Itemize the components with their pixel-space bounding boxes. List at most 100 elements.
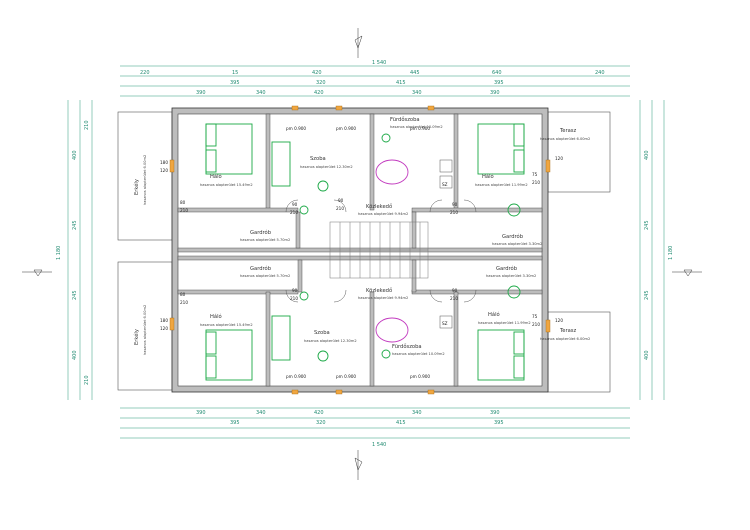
bathtub-top [375, 159, 409, 185]
sink-bottom [381, 349, 391, 359]
sz-box-bottom-1 [439, 315, 453, 329]
svg-text:hasznos alapterület 6.00m2: hasznos alapterület 6.00m2 [540, 337, 590, 341]
room-furdo-top: Fürdőszoba [390, 117, 420, 123]
svg-text:75: 75 [532, 172, 538, 177]
svg-text:210: 210 [290, 296, 298, 301]
svg-text:210: 210 [450, 210, 458, 215]
svg-text:hasznos alapterület 11.99m2: hasznos alapterület 11.99m2 [475, 183, 528, 187]
room-terasz-bottom: Terasz [559, 328, 576, 334]
staircase [329, 221, 429, 279]
svg-text:420: 420 [314, 90, 324, 96]
desk-bottom [271, 315, 291, 361]
svg-text:hasznos alapterület 15.49m2: hasznos alapterület 15.49m2 [200, 323, 253, 327]
svg-text:400: 400 [72, 350, 78, 360]
svg-text:SZ: SZ [442, 182, 448, 187]
room-terasz-top: Terasz [559, 128, 576, 134]
chair-bottom [317, 350, 329, 362]
svg-text:hasznos alapterület 9.94m2: hasznos alapterület 9.94m2 [358, 212, 408, 216]
svg-text:hasznos alapterület 15.49m2: hasznos alapterület 15.49m2 [200, 183, 253, 187]
room-szoba-top: Szoba [310, 156, 326, 162]
svg-text:395: 395 [494, 80, 504, 86]
table-bottom-right [507, 285, 521, 299]
svg-text:415: 415 [396, 420, 406, 426]
stool-bottom [299, 291, 309, 301]
svg-text:210: 210 [450, 296, 458, 301]
svg-text:210: 210 [336, 206, 344, 211]
svg-text:90: 90 [292, 202, 298, 207]
svg-text:220: 220 [140, 70, 150, 76]
svg-text:pm 0.900: pm 0.900 [286, 126, 306, 131]
svg-text:hasznos alapterület 6.00m2: hasznos alapterület 6.00m2 [143, 305, 147, 355]
svg-text:340: 340 [412, 90, 422, 96]
desk-top [271, 141, 291, 187]
room-halo-br: Háló [488, 311, 500, 318]
svg-text:90: 90 [338, 198, 344, 203]
sink-top [381, 133, 391, 143]
svg-text:hasznos alapterület 5.70m2: hasznos alapterület 5.70m2 [240, 274, 290, 278]
svg-text:hasznos alapterület 9.94m2: hasznos alapterület 9.94m2 [358, 296, 408, 300]
chair-top [317, 180, 329, 192]
svg-text:395: 395 [230, 80, 240, 86]
svg-text:pm 0.900: pm 0.900 [410, 374, 430, 379]
svg-text:80: 80 [180, 200, 186, 205]
svg-text:pm 0.900: pm 0.900 [336, 126, 356, 131]
bed-bottom-left [205, 329, 253, 381]
svg-text:75: 75 [532, 314, 538, 319]
svg-text:Erkély: Erkély [133, 329, 140, 345]
svg-text:390: 390 [196, 90, 206, 96]
svg-text:1 180: 1 180 [56, 246, 62, 260]
svg-text:120: 120 [555, 156, 563, 161]
svg-text:420: 420 [312, 70, 322, 76]
svg-text:210: 210 [290, 210, 298, 215]
opening-labels: pm 0.900 pm 0.900 pm 0.900 pm 0.900 pm 0… [160, 126, 563, 379]
door-swings [285, 199, 477, 303]
top-total-dim: 1 540 [372, 60, 386, 66]
svg-text:pm 0.900: pm 0.900 [286, 374, 306, 379]
svg-text:210: 210 [84, 375, 90, 385]
svg-text:15: 15 [232, 70, 238, 76]
svg-text:120: 120 [160, 326, 168, 331]
bed-bottom-right [477, 329, 525, 381]
svg-text:420: 420 [314, 410, 324, 416]
room-halo-tl: Háló [210, 173, 222, 180]
svg-text:90: 90 [452, 288, 458, 293]
svg-text:hasznos alapterület 3.30m2: hasznos alapterület 3.30m2 [492, 242, 542, 246]
right-dimension-chain: 1 180 400 245 245 400 [639, 100, 674, 400]
room-furdo-bottom: Fürdőszoba [392, 344, 422, 350]
room-halo-bl: Háló [210, 313, 222, 320]
room-gardrob-br: Gardrób [496, 265, 518, 272]
svg-text:245: 245 [72, 220, 78, 230]
svg-text:hasznos alapterület 11.99m2: hasznos alapterület 11.99m2 [478, 321, 531, 325]
sz-box-top-2 [439, 175, 453, 189]
svg-text:80: 80 [180, 292, 186, 297]
bathtub-bottom [375, 317, 409, 343]
svg-text:400: 400 [72, 150, 78, 160]
north-arrow-bottom [354, 450, 363, 480]
svg-text:SZ: SZ [442, 321, 448, 326]
svg-text:120: 120 [555, 318, 563, 323]
svg-text:390: 390 [490, 410, 500, 416]
svg-text:Erkély: Erkély [133, 179, 140, 195]
svg-text:hasznos alapterület 6.00m2: hasznos alapterület 6.00m2 [540, 137, 590, 141]
svg-text:pm 0.900: pm 0.900 [336, 374, 356, 379]
svg-text:hasznos alapterület 12.30m2: hasznos alapterület 12.30m2 [300, 165, 353, 169]
table-top-right [507, 203, 521, 217]
svg-text:pm 0.900: pm 0.900 [410, 126, 430, 131]
room-kozl-bottom: Közlekedő [366, 288, 392, 294]
svg-text:445: 445 [410, 70, 420, 76]
svg-text:395: 395 [230, 420, 240, 426]
svg-text:320: 320 [316, 420, 326, 426]
svg-text:320: 320 [316, 80, 326, 86]
stool-top [299, 205, 309, 215]
svg-text:hasznos alapterület 3.30m2: hasznos alapterület 3.30m2 [486, 274, 536, 278]
svg-text:240: 240 [595, 70, 605, 76]
svg-text:90: 90 [292, 288, 298, 293]
svg-text:400: 400 [644, 150, 650, 160]
svg-text:390: 390 [490, 90, 500, 96]
room-gardrob-bl: Gardrób [250, 265, 272, 272]
section-marker-right [672, 269, 702, 277]
room-gardrob-tl: Gardrób [250, 229, 272, 236]
terrace-top-right [547, 111, 611, 193]
svg-text:hasznos alapterület 12.30m2: hasznos alapterület 12.30m2 [304, 339, 357, 343]
